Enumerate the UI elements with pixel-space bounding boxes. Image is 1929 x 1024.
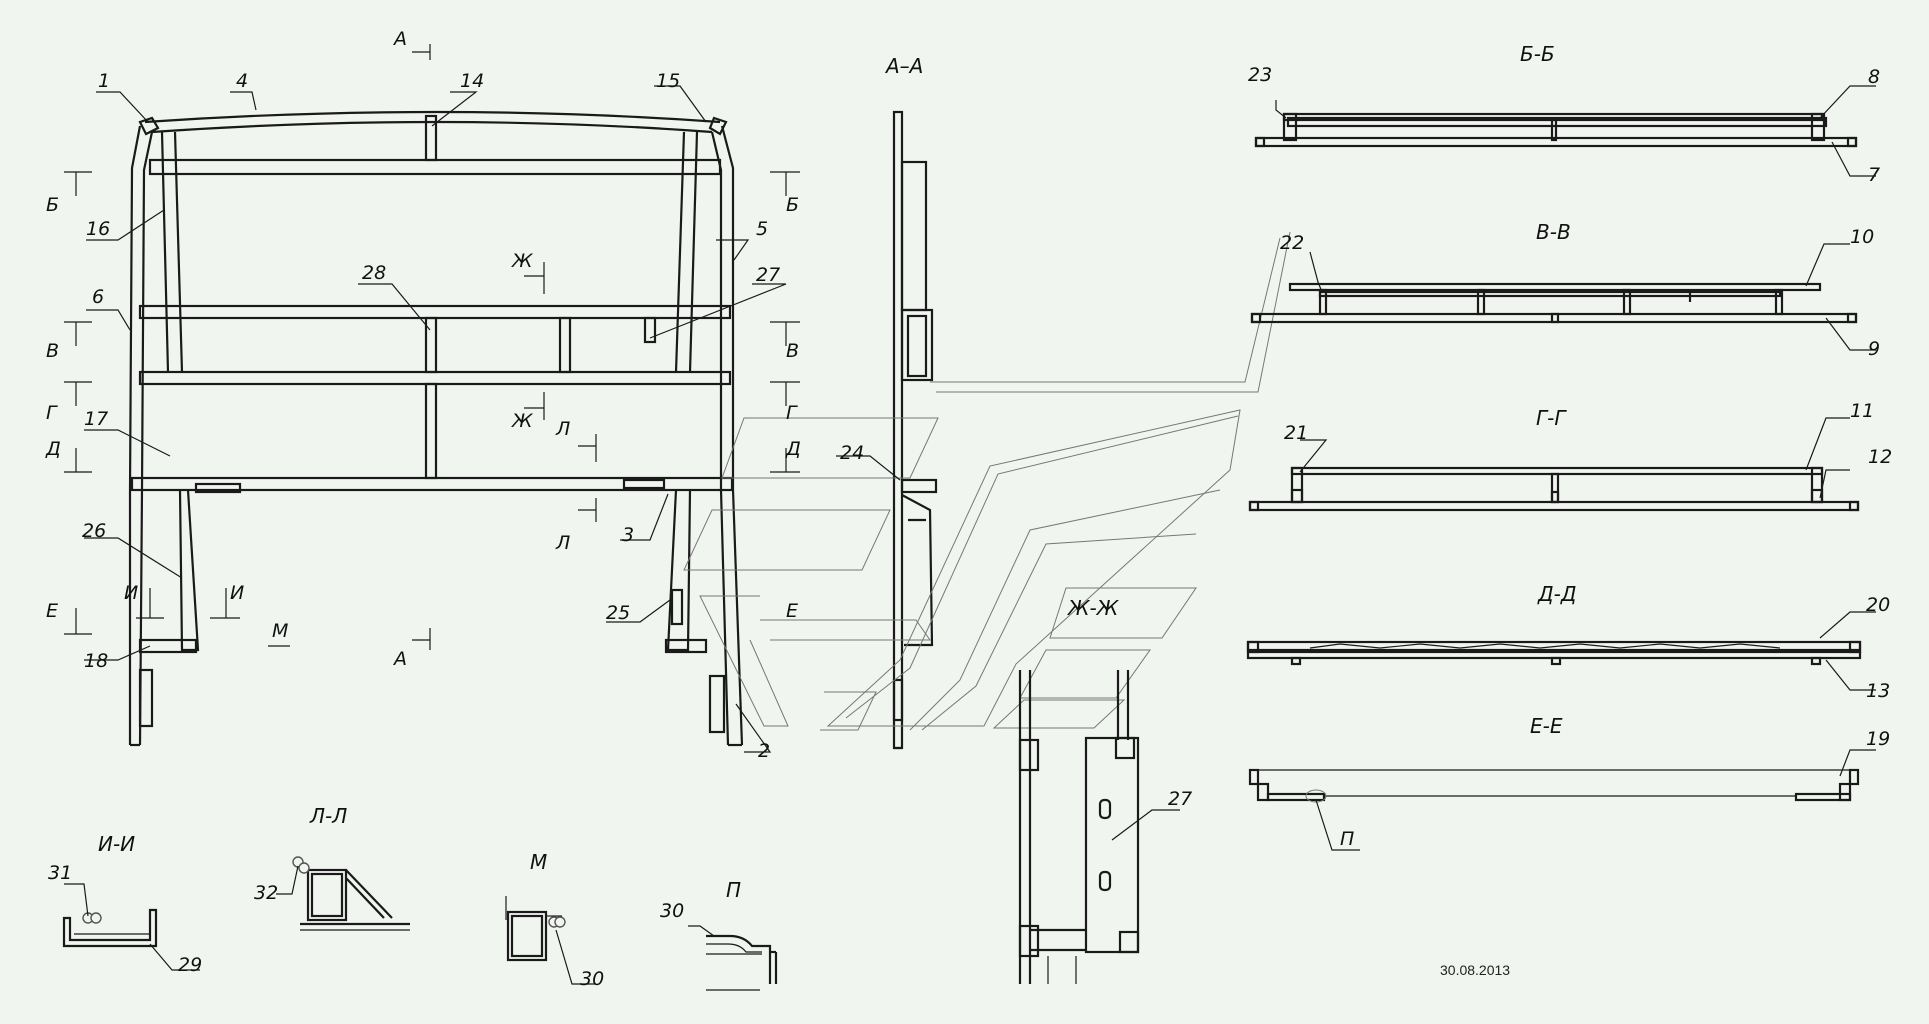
section-title-ii: И-И <box>98 832 136 856</box>
part-number-22: 22 <box>1280 232 1305 254</box>
section-title-zhzh: Ж-Ж <box>1068 596 1119 620</box>
part-number-17: 17 <box>84 408 109 430</box>
part-number-4: 4 <box>236 70 249 92</box>
cut-mark-zh-top: Ж <box>512 250 533 272</box>
section-title-vv: В-В <box>1536 220 1571 244</box>
cut-mark-l-bottom: Л <box>556 532 571 554</box>
part-number-15: 15 <box>656 70 681 92</box>
cut-arrows <box>64 44 800 650</box>
front-view <box>128 110 744 747</box>
section-title-bb: Б-Б <box>1520 42 1555 66</box>
leader-lines <box>64 85 1876 985</box>
detail-ii-view <box>62 908 158 948</box>
part-number-23: 23 <box>1248 64 1273 86</box>
section-title-gg: Г-Г <box>1536 406 1566 430</box>
section-vv-view <box>1250 282 1858 324</box>
cut-mark-v-right: В <box>786 340 800 362</box>
section-gg-view <box>1248 466 1860 512</box>
detail-m-view <box>505 896 566 962</box>
detail-p-view <box>706 934 778 991</box>
section-ee-view <box>1248 768 1860 803</box>
part-number-10: 10 <box>1850 226 1875 248</box>
cut-mark-d-right: Д <box>786 438 801 460</box>
part-number-31: 31 <box>48 862 73 884</box>
part-number-19: 19 <box>1866 728 1891 750</box>
part-number-16: 16 <box>86 218 111 240</box>
cut-mark-e-right: Е <box>786 600 799 622</box>
part-number-18: 18 <box>84 650 109 672</box>
drawing-date: 30.08.2013 <box>1440 962 1511 978</box>
cut-mark-e-left: Е <box>46 600 59 622</box>
cut-mark-l-top: Л <box>556 418 571 440</box>
part-number-27-main: 27 <box>756 264 781 286</box>
part-number-9: 9 <box>1868 338 1881 360</box>
part-number-25: 25 <box>606 602 631 624</box>
part-number-1: 1 <box>98 70 111 92</box>
part-number-5: 5 <box>756 218 769 240</box>
part-number-29: 29 <box>178 954 203 976</box>
part-number-30-m: 30 <box>580 968 605 990</box>
part-number-27-detail: 27 <box>1168 788 1193 810</box>
part-number-28: 28 <box>362 262 387 284</box>
section-title-ee: Е-Е <box>1530 714 1563 738</box>
cut-mark-b-left: Б <box>46 194 60 216</box>
cut-mark-a-top: А <box>394 28 407 50</box>
detail-ll-view <box>292 856 410 931</box>
section-dd-view <box>1246 640 1862 666</box>
part-number-14: 14 <box>460 70 485 92</box>
part-number-32: 32 <box>254 882 279 904</box>
part-number-20: 20 <box>1866 594 1891 616</box>
cut-mark-d-left: Д <box>46 438 61 460</box>
section-title-m: М <box>530 850 548 874</box>
cut-mark-p: П <box>1340 828 1355 850</box>
cut-mark-g-left: Г <box>46 402 57 424</box>
cut-mark-b-right: Б <box>786 194 800 216</box>
part-number-13: 13 <box>1866 680 1891 702</box>
cut-mark-g-right: Г <box>786 402 797 424</box>
part-number-21: 21 <box>1284 422 1309 444</box>
part-number-30-p: 30 <box>660 900 685 922</box>
cut-mark-m: М <box>272 620 289 642</box>
section-title-ll: Л-Л <box>310 804 348 828</box>
part-number-12: 12 <box>1868 446 1893 468</box>
cut-mark-a-bottom: А <box>394 648 407 670</box>
section-bb-view <box>1254 112 1858 148</box>
part-number-8: 8 <box>1868 66 1881 88</box>
cut-mark-zh-bottom: Ж <box>512 410 533 432</box>
part-number-2: 2 <box>758 740 771 762</box>
section-zhzh-view <box>1018 670 1140 984</box>
section-title-p: П <box>726 878 742 902</box>
part-number-7: 7 <box>1868 164 1881 186</box>
cut-mark-i-left: И <box>124 582 139 604</box>
cut-mark-v-left: В <box>46 340 60 362</box>
detail-outlines <box>683 231 1291 731</box>
part-number-6: 6 <box>92 286 105 308</box>
section-title-dd: Д-Д <box>1538 582 1577 606</box>
section-title-aa: А–А <box>886 54 924 78</box>
part-number-26: 26 <box>82 520 107 542</box>
part-number-24: 24 <box>840 442 865 464</box>
part-number-11: 11 <box>1850 400 1875 422</box>
part-number-3: 3 <box>622 524 635 546</box>
cut-mark-i-right: И <box>230 582 245 604</box>
section-aa-view <box>892 110 938 750</box>
